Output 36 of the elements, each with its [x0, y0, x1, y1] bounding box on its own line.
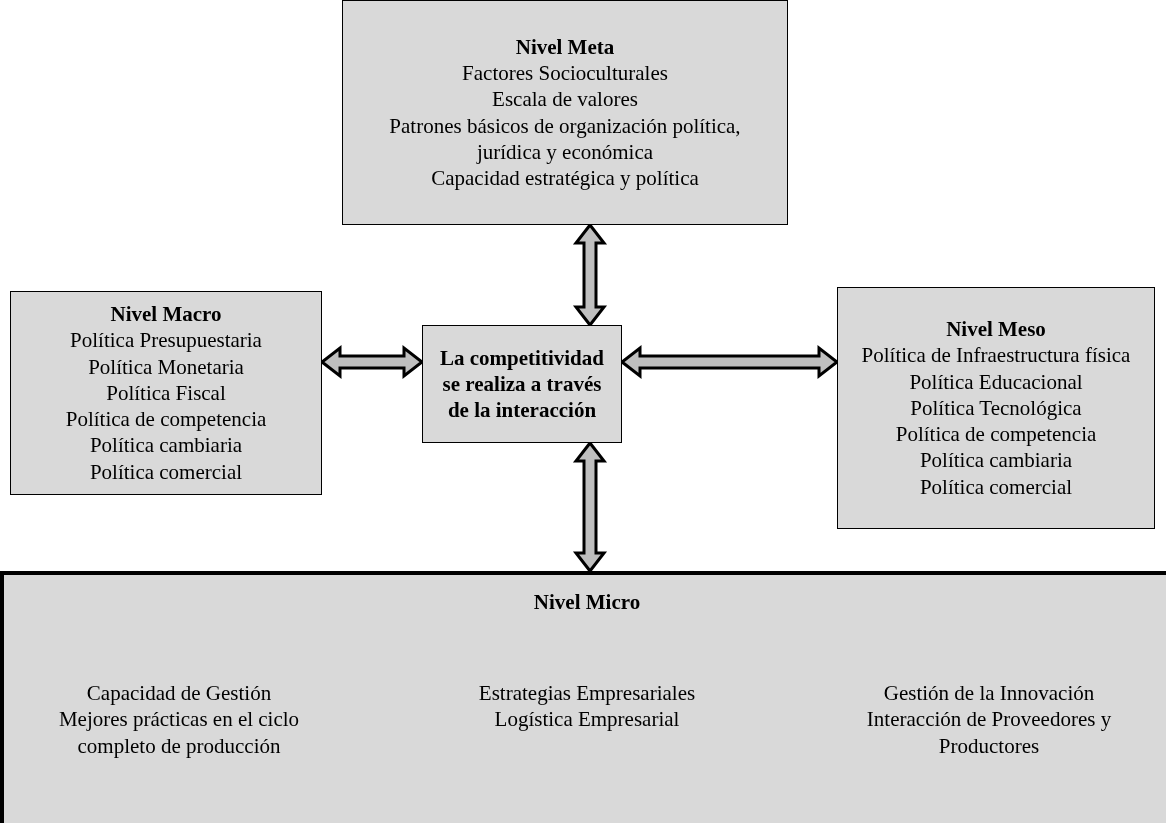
level-item: Escala de valores	[492, 86, 638, 113]
level-heading: Nivel Micro	[532, 590, 642, 615]
level-item: Política de Infraestructura física	[861, 342, 1131, 369]
level-box	[10, 291, 322, 495]
level-box	[837, 287, 1155, 529]
level-item: Mejores prácticas en el ciclo completo de producción	[57, 706, 301, 759]
level-item: Política comercial	[919, 473, 1073, 500]
double-arrow	[572, 222, 608, 328]
center-box	[422, 325, 622, 443]
double-arrow	[319, 344, 425, 380]
level-item: Logística Empresarial	[494, 706, 680, 733]
level-item: Política de competencia	[65, 406, 267, 433]
level-item: Factores Socioculturales	[462, 60, 668, 87]
level-box	[342, 0, 788, 225]
level-item: Política cambiaria	[89, 432, 243, 459]
level-heading: Nivel Meso	[946, 316, 1046, 343]
level-item: Política Educacional	[909, 368, 1083, 395]
level-item: Política Presupuestaria	[70, 327, 262, 354]
level-heading: Nivel Meta	[515, 33, 615, 60]
double-arrow	[572, 440, 608, 574]
level-item: Política Fiscal	[106, 379, 226, 407]
level-box	[0, 571, 1166, 823]
level-item: Política Monetaria	[88, 353, 244, 380]
level-item: Política de competencia	[895, 421, 1097, 448]
level-item: Gestión de la Innovación	[883, 680, 1095, 707]
level-item: Capacidad de Gestión	[86, 680, 272, 707]
level-heading: Nivel Macro	[110, 301, 222, 328]
level-item: Capacidad estratégica y política	[431, 165, 699, 192]
level-item: Interacción de Proveedores y Productores	[865, 706, 1113, 759]
level-item: Política Tecnológica	[910, 394, 1082, 422]
level-item: Estrategias Empresariales	[478, 680, 696, 707]
level-item: Política comercial	[89, 458, 243, 485]
level-item: La competitividad se realiza a través de la interacción	[439, 344, 605, 424]
level-item: Patrones básicos de organización política, jurídica y económica	[388, 112, 742, 165]
double-arrow	[619, 344, 840, 380]
level-item: Política cambiaria	[919, 447, 1073, 474]
